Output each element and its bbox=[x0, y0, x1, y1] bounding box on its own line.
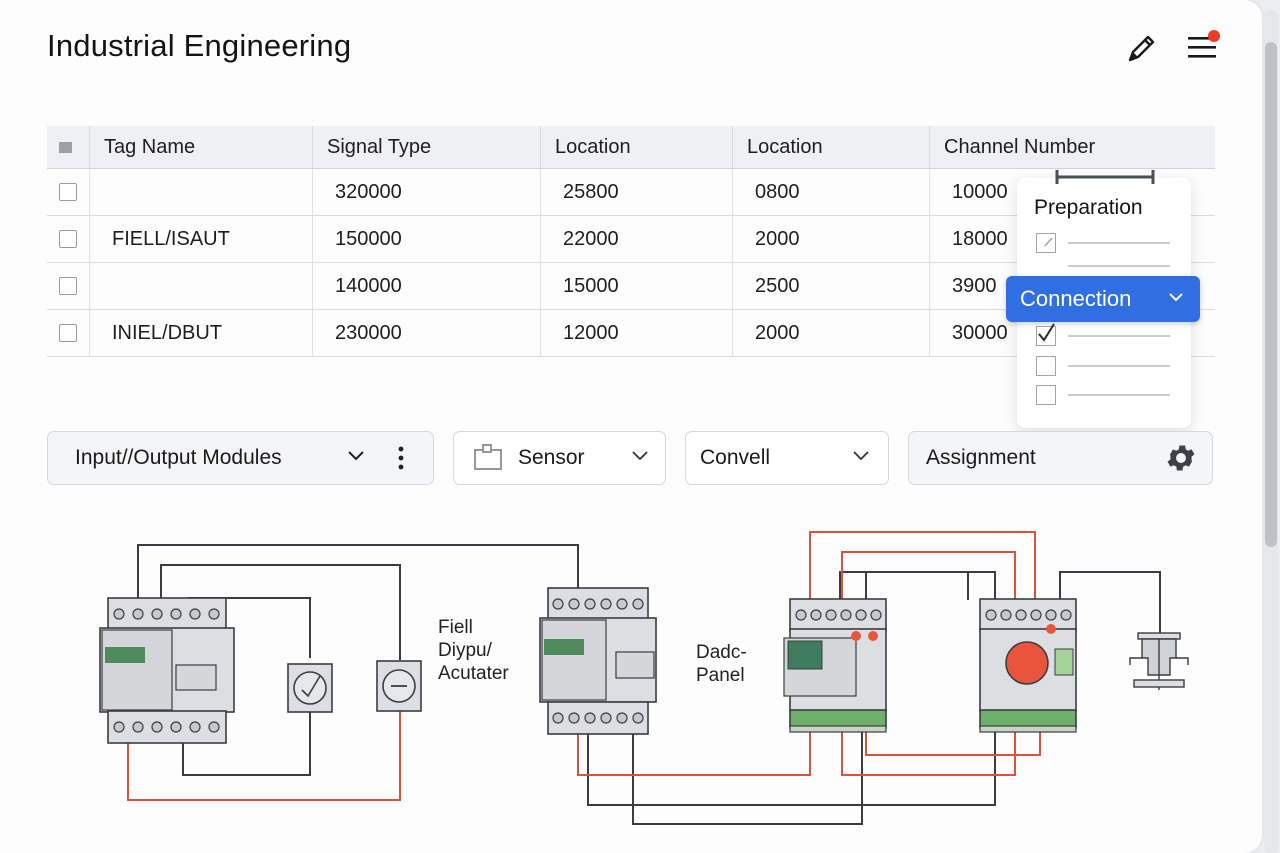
connection-label: Connection bbox=[1020, 286, 1132, 311]
cell-location: 12000 bbox=[540, 309, 733, 357]
chevron-down-icon bbox=[345, 444, 367, 466]
panel-label: Dadc- Panel bbox=[696, 642, 747, 686]
assignment-label: Assignment bbox=[926, 446, 1036, 469]
cell-signal-type: 320000 bbox=[312, 168, 541, 216]
cell-location: 25800 bbox=[540, 168, 733, 216]
convell-dropdown[interactable]: Convell bbox=[685, 431, 889, 485]
notification-dot bbox=[1208, 30, 1220, 42]
row-checkbox[interactable] bbox=[59, 277, 77, 296]
chevron-down-icon bbox=[629, 444, 651, 466]
popover-title: Preparation bbox=[1034, 196, 1143, 219]
cell-location: 22000 bbox=[540, 215, 733, 263]
resize-handle-icon[interactable] bbox=[1055, 170, 1155, 184]
cell-tag-name bbox=[89, 262, 313, 310]
chevron-down-icon bbox=[850, 444, 872, 466]
gear-icon[interactable] bbox=[1164, 441, 1198, 481]
clipboard-icon bbox=[473, 443, 503, 477]
gauge-device bbox=[287, 663, 333, 713]
actuator-device bbox=[376, 660, 422, 712]
placeholder-line bbox=[1068, 394, 1170, 396]
controller-module bbox=[783, 598, 887, 733]
table-header-row: Tag Name Signal Type Location Location C… bbox=[47, 126, 1215, 169]
checklist-item[interactable] bbox=[1036, 356, 1176, 378]
row-checkbox[interactable] bbox=[59, 183, 77, 202]
unchecked-checkbox[interactable] bbox=[1036, 385, 1056, 405]
sensor-label: Sensor bbox=[518, 446, 585, 469]
signal-wires bbox=[127, 531, 1041, 801]
io-modules-label: Input//Output Modules bbox=[75, 446, 282, 469]
placeholder-line bbox=[1068, 365, 1170, 367]
cell-tag-name: INIEL/DBUT bbox=[89, 309, 313, 357]
cell-signal-type: 140000 bbox=[312, 262, 541, 310]
field-device-label: Fiell Diypu/ Acutater bbox=[438, 617, 509, 684]
column-header-tag-name[interactable]: Tag Name bbox=[89, 126, 313, 169]
cell-location-2: 0800 bbox=[732, 168, 930, 216]
cell-location-2: 2000 bbox=[732, 215, 930, 263]
cell-signal-type: 150000 bbox=[312, 215, 541, 263]
page-title: Industrial Engineering bbox=[47, 28, 352, 63]
more-vertical-icon[interactable] bbox=[396, 444, 406, 478]
wiring-diagram bbox=[99, 531, 1189, 825]
cell-location: 15000 bbox=[540, 262, 733, 310]
pencil-icon bbox=[1128, 35, 1155, 62]
placeholder-line bbox=[1068, 335, 1170, 337]
unchecked-checkbox[interactable] bbox=[1036, 356, 1056, 376]
convell-label: Convell bbox=[700, 446, 771, 469]
cell-location-2: 2000 bbox=[732, 309, 930, 357]
edit-checkbox-icon[interactable] bbox=[1036, 233, 1056, 253]
hamburger-menu-icon bbox=[1188, 30, 1220, 58]
cell-tag-name: FIELL/ISAUT bbox=[89, 215, 313, 263]
io-module-2 bbox=[539, 587, 657, 735]
column-header-location-2[interactable]: Location bbox=[732, 126, 930, 169]
checklist-item[interactable] bbox=[1036, 233, 1176, 255]
select-all-checkbox[interactable] bbox=[47, 126, 90, 169]
column-header-signal-type[interactable]: Signal Type bbox=[312, 126, 541, 169]
io-tag-table: Tag Name Signal Type Location Location C… bbox=[47, 126, 1215, 357]
row-checkbox[interactable] bbox=[59, 230, 77, 249]
checked-checkbox[interactable] bbox=[1036, 323, 1056, 346]
row-checkbox[interactable] bbox=[59, 324, 77, 343]
assignment-field[interactable]: Assignment bbox=[908, 431, 1213, 485]
placeholder-line bbox=[1068, 242, 1170, 244]
io-module-1 bbox=[99, 597, 235, 744]
column-header-location[interactable]: Location bbox=[540, 126, 733, 169]
checklist-item[interactable] bbox=[1036, 323, 1176, 348]
sensor-dropdown[interactable]: Sensor bbox=[453, 431, 666, 485]
column-header-channel-number[interactable]: Channel Number bbox=[929, 126, 1215, 169]
connection-dropdown[interactable]: Connection bbox=[1006, 276, 1200, 322]
placeholder-line bbox=[1068, 265, 1170, 267]
cell-location-2: 2500 bbox=[732, 262, 930, 310]
scrollbar-thumb[interactable] bbox=[1265, 42, 1277, 547]
valve-sensor-icon bbox=[1129, 632, 1189, 690]
menu-button[interactable] bbox=[1184, 28, 1224, 64]
edit-button[interactable] bbox=[1124, 30, 1160, 66]
emergency-stop-module bbox=[979, 598, 1077, 733]
table-row: INIEL/DBUT 230000 12000 2000 30000 bbox=[47, 309, 1215, 357]
checklist-item[interactable] bbox=[1036, 385, 1176, 407]
cell-tag-name bbox=[89, 168, 313, 216]
cell-signal-type: 230000 bbox=[312, 309, 541, 357]
io-modules-dropdown[interactable]: Input//Output Modules bbox=[47, 431, 434, 485]
checklist-item[interactable] bbox=[1036, 256, 1176, 278]
chevron-down-icon bbox=[1168, 285, 1184, 312]
